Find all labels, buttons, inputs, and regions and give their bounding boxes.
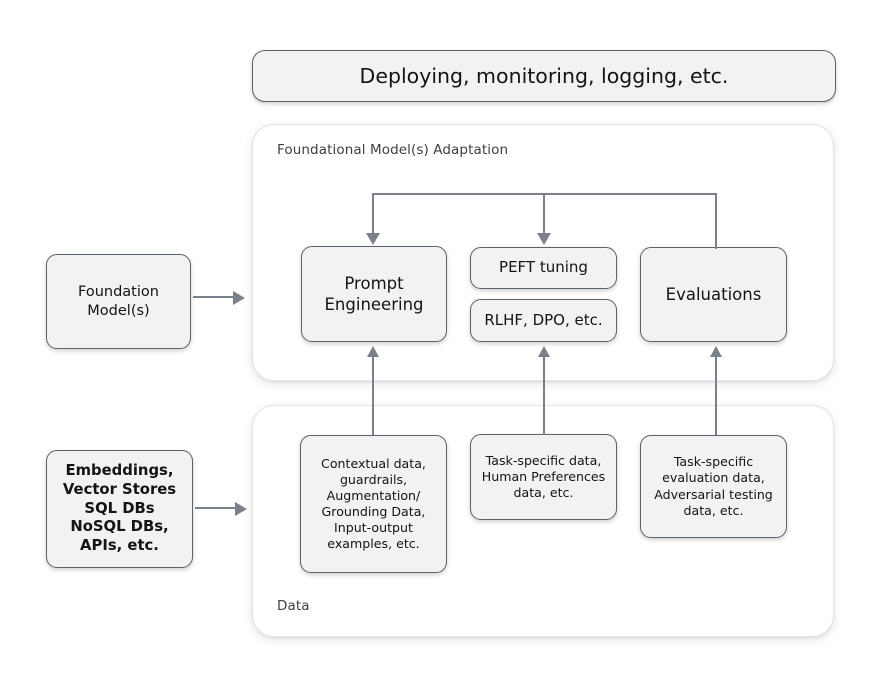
prompt-engineering-label: Prompt Engineering xyxy=(324,273,424,314)
peft-tuning-label: PEFT tuning xyxy=(499,258,588,277)
evaluations-label: Evaluations xyxy=(665,284,762,304)
task-specific-eval-data-label: Task-specific evaluation data, Adversari… xyxy=(654,454,773,518)
rlhf-dpo-box[interactable]: RLHF, DPO, etc. xyxy=(470,299,617,342)
deployment-bar[interactable]: Deploying, monitoring, logging, etc. xyxy=(252,50,836,102)
arrow-evaldata-to-evaluations-line xyxy=(715,355,718,435)
task-specific-eval-data-box[interactable]: Task-specific evaluation data, Adversari… xyxy=(640,435,787,538)
foundation-models-box[interactable]: Foundation Model(s) xyxy=(46,254,191,349)
data-sources-label: Embeddings, Vector Stores SQL DBs NoSQL … xyxy=(62,461,177,555)
data-sources-box[interactable]: Embeddings, Vector Stores SQL DBs NoSQL … xyxy=(46,450,193,568)
contextual-data-label: Contextual data, guardrails, Augmentatio… xyxy=(321,455,426,552)
prompt-engineering-box[interactable]: Prompt Engineering xyxy=(301,246,447,342)
arrow-foundation-to-adaptation-head xyxy=(233,290,245,305)
arrow-evaldata-to-evaluations-head xyxy=(709,346,722,357)
arrow-foundation-to-adaptation-line xyxy=(193,296,235,299)
adaptation-branch-peft-head xyxy=(536,233,551,245)
arrow-contextual-to-prompt-head xyxy=(366,346,379,357)
adaptation-branch-peft-line xyxy=(543,193,546,235)
rlhf-dpo-label: RLHF, DPO, etc. xyxy=(484,310,603,329)
adaptation-branch-evaluations-line xyxy=(715,193,718,249)
task-specific-data-label: Task-specific data, Human Preferences da… xyxy=(481,452,606,501)
arrow-taskdata-to-peft-head xyxy=(537,346,550,357)
adaptation-branch-prompt-head xyxy=(365,233,380,245)
task-specific-data-box[interactable]: Task-specific data, Human Preferences da… xyxy=(470,434,617,520)
evaluations-box[interactable]: Evaluations xyxy=(640,247,787,342)
arrow-contextual-to-prompt-line xyxy=(372,355,375,435)
contextual-data-box[interactable]: Contextual data, guardrails, Augmentatio… xyxy=(300,435,447,573)
group-label-data: Data xyxy=(277,598,310,614)
foundation-models-label: Foundation Model(s) xyxy=(78,283,159,319)
group-label-adaptation: Foundational Model(s) Adaptation xyxy=(277,142,509,158)
adaptation-branch-prompt-line xyxy=(372,193,375,235)
arrow-datasources-to-data-head xyxy=(235,501,247,516)
arrow-datasources-to-data-line xyxy=(195,507,237,510)
peft-tuning-box[interactable]: PEFT tuning xyxy=(470,247,617,289)
arrow-taskdata-to-peft-line xyxy=(543,355,546,435)
deployment-bar-label: Deploying, monitoring, logging, etc. xyxy=(359,63,729,88)
